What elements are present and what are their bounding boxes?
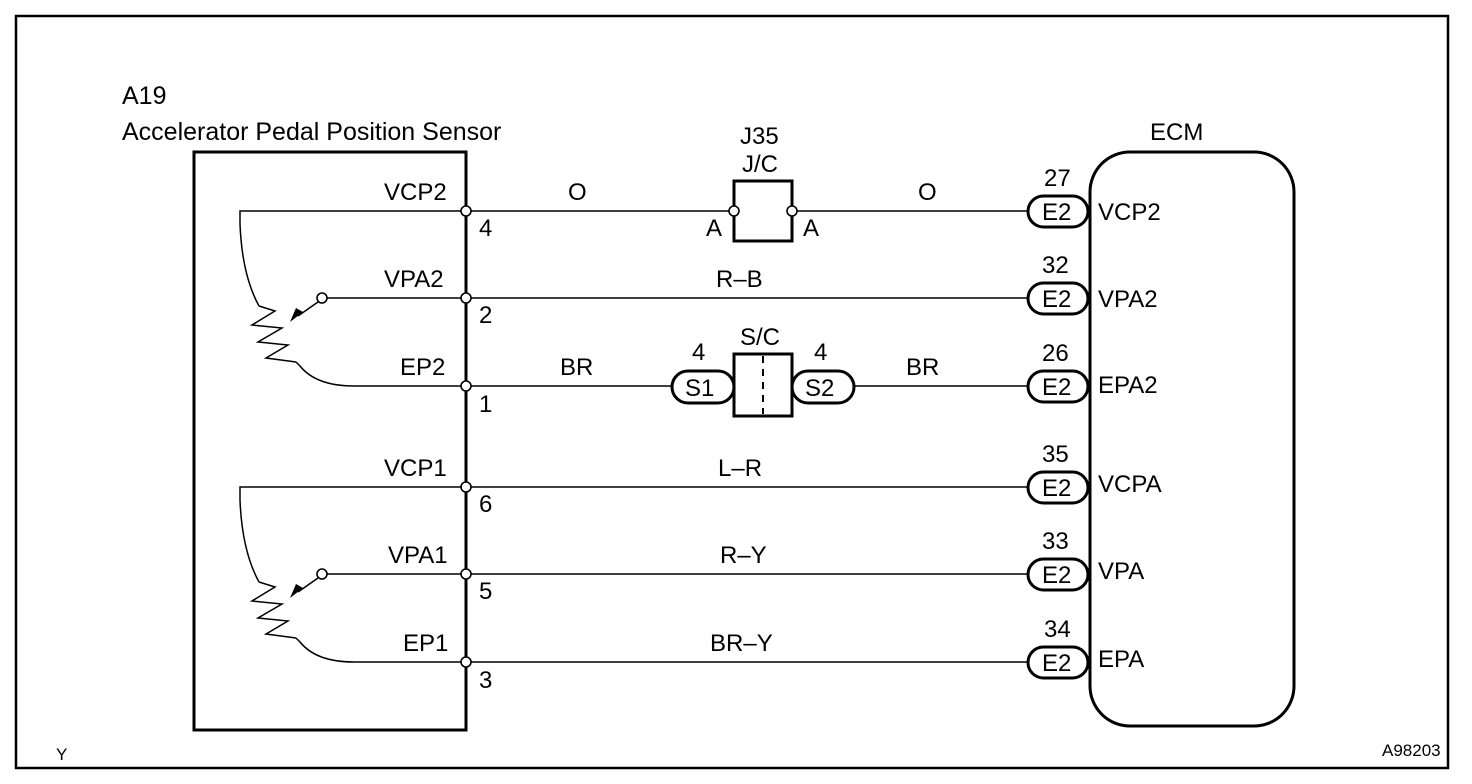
sensor-pin-dot	[460, 481, 472, 493]
sensor-pin-number: 2	[479, 302, 492, 329]
ecm-connector-label: E2	[1042, 286, 1071, 313]
wire-color-label: O	[568, 179, 587, 206]
sensor-code: A19	[122, 82, 166, 110]
junction-connector-name: J/C	[742, 151, 778, 178]
sensor-pin-dot	[460, 656, 472, 668]
ecm-terminal-label: VPA	[1098, 558, 1144, 585]
sensor-pin-number: 6	[479, 491, 492, 518]
sensor-pin-number: 5	[479, 578, 492, 605]
wire-color-label: R–B	[716, 266, 763, 293]
ecm-pin-number: 32	[1042, 252, 1069, 279]
ecm-terminal-label: VCPA	[1098, 471, 1162, 498]
ecm-connector-label: E2	[1042, 199, 1071, 226]
ecm-connector: E2	[1026, 557, 1090, 592]
sensor-pin-dot	[460, 568, 472, 580]
sensor-pin-dot	[460, 205, 472, 217]
ecm-connector-label: E2	[1042, 374, 1071, 401]
ecm-terminal-label: EPA2	[1098, 372, 1158, 399]
sensor-terminal-label: VCP2	[384, 179, 447, 206]
figure-code: A98203	[1382, 741, 1441, 760]
sensor-terminal-label: VPA2	[384, 266, 444, 293]
ecm-label: ECM	[1150, 119, 1203, 146]
junction-pin-label: A	[706, 215, 722, 242]
connector-s2	[790, 369, 856, 405]
sensor-pin-number: 4	[479, 215, 492, 242]
ecm-connector: E2	[1026, 470, 1090, 505]
ecm-pin-number: 26	[1042, 340, 1069, 367]
ecm-pin-number: 33	[1042, 528, 1069, 555]
ecm-connector: E2	[1026, 194, 1090, 229]
sensor-terminal-label: EP2	[400, 354, 445, 381]
junction-pin-label: A	[803, 215, 819, 242]
connector-s1	[670, 369, 736, 405]
sensor-pin-dot	[460, 380, 472, 392]
sensor-name: Accelerator Pedal Position Sensor	[122, 118, 501, 146]
sensor-pin-number: 3	[479, 667, 492, 694]
ecm-connector-label: E2	[1042, 650, 1071, 677]
sensor-terminal-label: VPA1	[388, 542, 448, 569]
ecm-body	[1088, 150, 1296, 728]
connector-s1-label: S1	[685, 375, 714, 402]
ecm-pin-number: 35	[1042, 441, 1069, 468]
sensor-terminal-label: EP1	[403, 630, 448, 657]
wiper-arrow-icon	[290, 584, 303, 598]
wire-color-label: BR	[906, 354, 939, 381]
wire-color-label: BR–Y	[710, 630, 773, 657]
connector-s2-pin: 4	[814, 339, 827, 366]
ecm-pin-number: 34	[1044, 616, 1071, 643]
connector-s1-pin: 4	[692, 339, 705, 366]
ecm-connector-label: E2	[1042, 562, 1071, 589]
wire-color-label: O	[918, 179, 937, 206]
ecm-terminal-label: EPA	[1098, 646, 1144, 673]
ecm-pin-number: 27	[1044, 165, 1071, 192]
sensor-pin-number: 1	[479, 391, 492, 418]
wire-color-label: R–Y	[720, 542, 767, 569]
sensor-terminal-label: VCP1	[384, 455, 447, 482]
sensor-pin-dot	[460, 292, 472, 304]
wire-color-label: L–R	[718, 455, 762, 482]
shorting-connector-name: S/C	[740, 324, 780, 351]
ecm-connector-label: E2	[1042, 475, 1071, 502]
diagram-frame	[14, 14, 1450, 770]
ecm-terminal-label: VCP2	[1098, 199, 1161, 226]
connector-s2-label: S2	[805, 375, 834, 402]
sensor-body	[192, 150, 468, 732]
ecm-connector: E2	[1026, 645, 1090, 680]
junction-connector-j35: J35 J/C A A	[706, 123, 819, 243]
junction-connector-code: J35	[740, 123, 779, 150]
potentiometer-upper	[239, 210, 466, 387]
ecm-connector: E2	[1026, 369, 1090, 404]
wiper-arrow-icon	[290, 308, 303, 322]
shorting-connector: S/C S1 4 S2 4	[670, 324, 856, 418]
potentiometer-lower	[239, 486, 466, 663]
ecm-connector: E2	[1026, 281, 1090, 316]
footer-left-mark: Y	[56, 745, 67, 764]
wire-color-label: BR	[560, 354, 593, 381]
ecm-terminal-label: VPA2	[1098, 286, 1158, 313]
